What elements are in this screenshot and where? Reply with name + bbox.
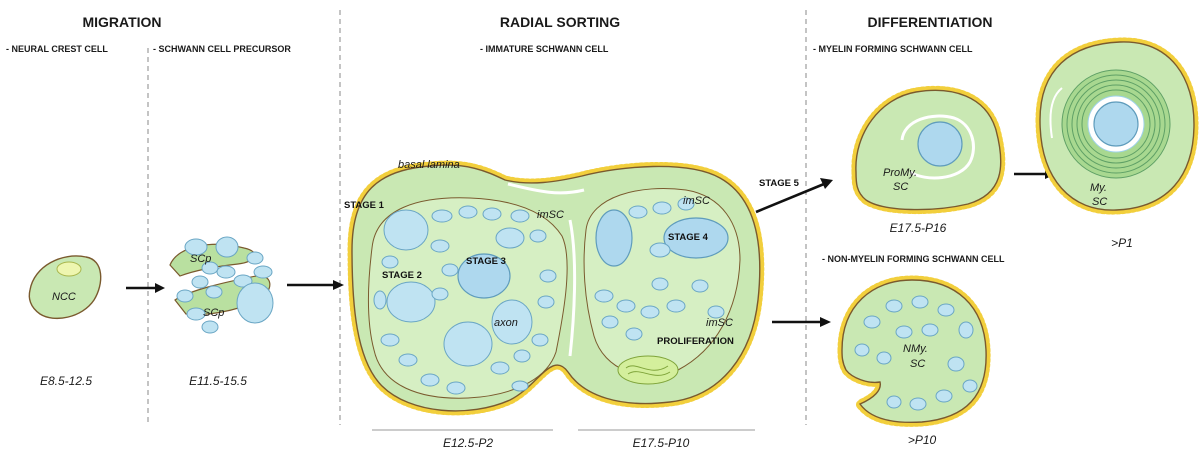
- label-stage-4: STAGE 4: [668, 232, 709, 243]
- label-basal-lamina: basal lamina: [398, 159, 460, 171]
- label-ncc: NCC: [52, 291, 76, 303]
- label-imsc-3: imSC: [706, 317, 733, 329]
- myelinating-schwann-cell: [1040, 42, 1194, 210]
- neural-crest-cell: [29, 256, 100, 318]
- header-migration: MIGRATION: [82, 14, 161, 30]
- subheader-immature: - IMMATURE SCHWANN CELL: [480, 44, 609, 54]
- label-stage-1: STAGE 1: [344, 200, 385, 211]
- subheader-precursor: - SCHWANN CELL PRECURSOR: [153, 44, 291, 54]
- age-radial-left: E12.5-P2: [443, 436, 493, 450]
- subheader-myelin: - MYELIN FORMING SCHWANN CELL: [813, 44, 973, 54]
- label-imsc-1: imSC: [537, 209, 564, 221]
- arrow-scp-to-radial: [287, 280, 344, 290]
- label-imsc-2: imSC: [683, 195, 710, 207]
- label-scp-top: SCp: [190, 253, 211, 265]
- label-promy-line1: ProMy.: [883, 167, 917, 179]
- age-promy: E17.5-P16: [890, 221, 947, 235]
- header-radial-sorting: RADIAL SORTING: [500, 14, 620, 30]
- subheader-neural-crest: - NEURAL CREST CELL: [6, 44, 108, 54]
- label-scp-bottom: SCp: [203, 307, 224, 319]
- label-nmy-line1: NMy.: [903, 343, 928, 355]
- header-differentiation: DIFFERENTIATION: [868, 14, 993, 30]
- label-axon: axon: [494, 317, 518, 329]
- label-stage-5: STAGE 5: [759, 178, 800, 189]
- arrow-ncc-to-scp: [126, 283, 165, 293]
- subheader-non-myelin: - NON-MYELIN FORMING SCHWANN CELL: [822, 254, 1005, 264]
- age-my: >P1: [1111, 236, 1133, 250]
- age-nmy: >P10: [908, 433, 937, 447]
- promyelinating-schwann-cell: [856, 90, 1001, 209]
- label-nmy-line2: SC: [910, 358, 925, 370]
- label-stage-3: STAGE 3: [466, 256, 506, 267]
- label-my-line2: SC: [1092, 196, 1107, 208]
- label-stage-2: STAGE 2: [382, 270, 422, 281]
- label-my-line1: My.: [1090, 182, 1107, 194]
- age-scp: E11.5-15.5: [189, 374, 247, 388]
- age-ncc: E8.5-12.5: [40, 374, 92, 388]
- label-promy-line2: SC: [893, 181, 908, 193]
- arrow-radial-to-nonmyelin: [772, 317, 831, 327]
- age-radial-right: E17.5-P10: [633, 436, 690, 450]
- label-proliferation: PROLIFERATION: [657, 336, 734, 347]
